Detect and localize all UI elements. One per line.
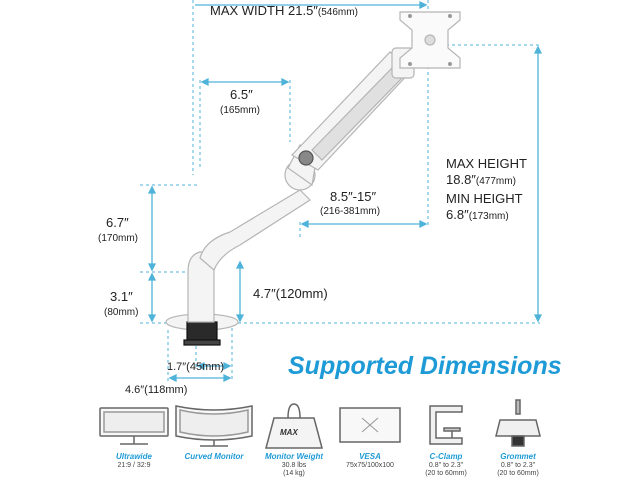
pole-height-label: 3.1″	[110, 289, 133, 304]
grommet-range-mm: (20 to 60mm)	[497, 470, 539, 477]
max-height-mm: (477mm)	[475, 176, 516, 187]
support-ultrawide: Ultrawide 21:9 / 32:9	[97, 452, 171, 470]
arm-length-label: 6.5″	[230, 87, 253, 102]
weight-lbs: 30.8 lbs	[281, 462, 307, 469]
clamp-width-label: 1.7″(45mm)	[167, 361, 225, 373]
max-height-inch: 18.8″	[446, 172, 476, 187]
supported-dimensions-heading: Supported Dimensions	[288, 352, 562, 380]
extension-mm: (216-381mm)	[320, 206, 381, 217]
ultrawide-ratio: 21:9 / 32:9	[117, 462, 151, 469]
extension-label: 8.5″-15″	[330, 189, 377, 204]
vesa-sizes: 75x75/100x100	[346, 462, 394, 469]
min-height-inch: 6.8″	[446, 207, 469, 222]
arm-rise-mm: (170mm)	[98, 233, 139, 244]
weight-kg: (14 kg)	[283, 470, 305, 477]
max-width-label: MAX WIDTH 21.5″(546mm)	[210, 4, 358, 20]
weight-title: Monitor Weight	[264, 452, 324, 461]
arm-length-mm: (165mm)	[220, 105, 261, 116]
weight-icon-text: MAX	[280, 428, 298, 437]
max-width-mm: (546mm)	[317, 7, 358, 18]
max-height-title: MAX HEIGHT	[446, 156, 527, 171]
c-clamp-range: 0.8" to 2.3"	[428, 462, 464, 469]
base-width-label: 4.6″(118mm)	[125, 384, 188, 396]
curved-title: Curved Monitor	[184, 452, 244, 461]
min-height-mm: (173mm)	[468, 211, 509, 222]
grommet-title: Grommet	[500, 452, 536, 461]
support-grommet: Grommet 0.8" to 2.3" (20 to 60mm)	[481, 452, 555, 478]
min-height-value: 6.8″(173mm)	[446, 208, 509, 224]
max-height-value: 18.8″(477mm)	[446, 173, 516, 189]
c-clamp-range-mm: (20 to 60mm)	[425, 470, 467, 477]
arm-rise-label: 6.7″	[106, 215, 129, 230]
max-width-value: MAX WIDTH 21.5″	[210, 3, 318, 18]
monitor-arm	[165, 11, 461, 346]
support-curved: Curved Monitor	[177, 452, 251, 462]
desk-clearance-label: 4.7″(120mm)	[253, 286, 328, 301]
support-vesa: VESA 75x75/100x100	[333, 452, 407, 470]
support-weight: Monitor Weight 30.8 lbs (14 kg)	[257, 452, 331, 478]
support-c-clamp: C-Clamp 0.8" to 2.3" (20 to 60mm)	[409, 452, 483, 478]
vesa-title: VESA	[359, 452, 381, 461]
grommet-range: 0.8" to 2.3"	[500, 462, 536, 469]
ultrawide-title: Ultrawide	[115, 452, 152, 461]
pole-height-mm: (80mm)	[104, 307, 139, 318]
dimension-arrows	[147, 0, 543, 383]
c-clamp-title: C-Clamp	[429, 452, 463, 461]
min-height-title: MIN HEIGHT	[446, 191, 523, 206]
